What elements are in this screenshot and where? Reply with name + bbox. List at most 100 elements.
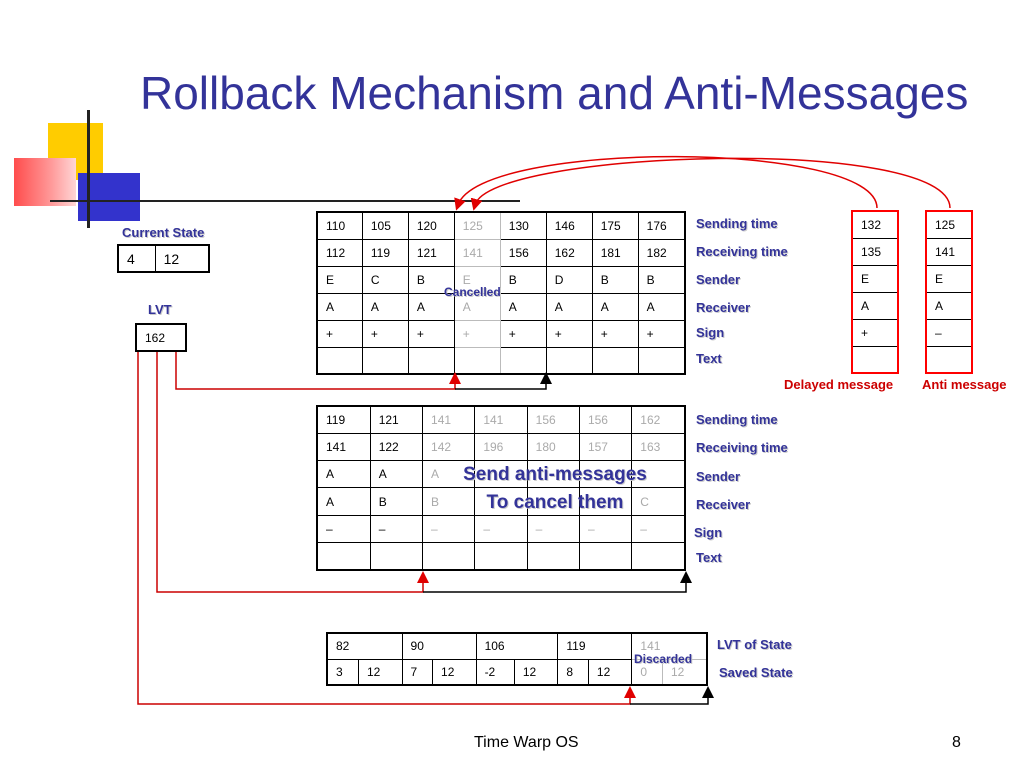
table-cell: A	[637, 292, 686, 321]
decor-red-square	[14, 158, 76, 206]
table-cell: 181	[591, 238, 639, 267]
decor-vertical-line	[87, 110, 90, 228]
table-cell: 105	[361, 211, 409, 240]
table-cell: B	[637, 265, 686, 294]
row-label: Sending time	[696, 216, 778, 231]
table-cell: +	[499, 319, 547, 348]
table-cell: 180	[526, 432, 580, 462]
table-cell: 176	[637, 211, 686, 240]
table-cell: B	[407, 265, 455, 294]
table-cell	[474, 487, 528, 516]
table-cell	[637, 346, 686, 375]
lvt-box: 162	[135, 323, 187, 352]
lvt-of-state-label: LVT of State	[717, 637, 792, 652]
table-row: E	[925, 264, 973, 293]
row-label: Sign	[696, 325, 725, 340]
message-cell: +	[851, 318, 899, 347]
table-row	[316, 542, 686, 571]
current-state-cell: 4	[117, 244, 156, 273]
lvt-to-input-black	[455, 372, 552, 390]
table-cell: +	[361, 319, 409, 348]
table-cell: E	[316, 265, 363, 294]
overlay-line: Send anti-messages	[463, 464, 647, 485]
table-cell	[407, 346, 455, 375]
message-cell: E	[851, 264, 899, 293]
table-cell: 182	[637, 238, 686, 267]
decor-horizontal-line	[50, 200, 520, 202]
table-row: 135	[851, 237, 899, 266]
table-cell: 119	[316, 405, 371, 434]
lvt-label: LVT	[148, 302, 172, 317]
table-cell: C	[361, 265, 409, 294]
state-saved-cell-discarded: 0	[631, 658, 663, 686]
table-cell	[591, 346, 639, 375]
row-label: Receiving time	[696, 244, 788, 259]
current-state-cell: 12	[154, 244, 210, 273]
table-cell: 163	[631, 432, 686, 462]
current-state-label: Current State	[122, 225, 205, 240]
table-cell: A	[545, 292, 593, 321]
cancelled-label: Cancelled	[444, 285, 501, 299]
discarded-label: Discarded	[634, 652, 693, 666]
table-cell: 162	[545, 238, 593, 267]
table-cell	[545, 346, 593, 375]
table-cell: +	[545, 319, 593, 348]
table-cell: 141	[453, 238, 501, 267]
table-cell: A	[369, 460, 424, 489]
row-label: Sending time	[696, 412, 778, 427]
message-cell: A	[851, 291, 899, 320]
table-cell	[526, 542, 580, 571]
table-cell	[453, 346, 501, 375]
table-cell: 156	[578, 405, 633, 434]
state-lvt-cell: 82	[326, 632, 403, 660]
table-cell	[474, 542, 528, 571]
row-label: Receiving time	[696, 440, 788, 455]
row-label: Text	[696, 550, 722, 565]
table-cell: 162	[631, 405, 686, 434]
table-cell: 141	[474, 405, 528, 434]
table-cell: 125	[453, 211, 501, 240]
state-saved-cell: 3	[326, 658, 359, 686]
lvt-to-state-red	[137, 352, 636, 705]
table-cell	[526, 460, 580, 489]
lvt-to-output-red	[156, 352, 429, 593]
table-cell	[578, 542, 633, 571]
table-cell	[369, 542, 424, 571]
table-cell: –	[369, 514, 424, 544]
state-saved-cell: 12	[432, 658, 477, 686]
state-saved-cell: 12	[587, 658, 633, 686]
state-saved-cell: -2	[475, 658, 515, 686]
table-cell: B	[422, 487, 476, 516]
table-cell: 122	[369, 432, 424, 462]
message-cell	[851, 345, 899, 374]
table-cell	[474, 460, 528, 489]
anti-message-label: Anti message	[922, 377, 1007, 392]
message-cell: E	[925, 264, 973, 293]
table-cell	[422, 542, 476, 571]
table-cell: +	[407, 319, 455, 348]
overlay-line: To cancel them	[486, 492, 624, 513]
table-row: E	[851, 264, 899, 293]
table-row: ++++++++	[316, 319, 686, 348]
table-cell: A	[316, 460, 371, 489]
table-cell	[578, 487, 633, 516]
message-cell: –	[925, 318, 973, 347]
table-cell	[631, 542, 686, 571]
table-cell: +	[591, 319, 639, 348]
table-cell: –	[422, 514, 476, 544]
lvt-to-output-black	[423, 571, 692, 593]
state-saved-cell: 7	[401, 658, 434, 686]
table-cell: C	[631, 487, 686, 516]
table-cell	[631, 460, 686, 489]
state-saved-cell-discarded: 12	[661, 658, 708, 686]
state-saved-cell: 12	[358, 658, 403, 686]
delayed-message-label: Delayed message	[784, 377, 894, 392]
state-saved-cell: 12	[513, 658, 559, 686]
table-cell: A	[453, 292, 501, 321]
row-label: Sender	[696, 469, 741, 484]
